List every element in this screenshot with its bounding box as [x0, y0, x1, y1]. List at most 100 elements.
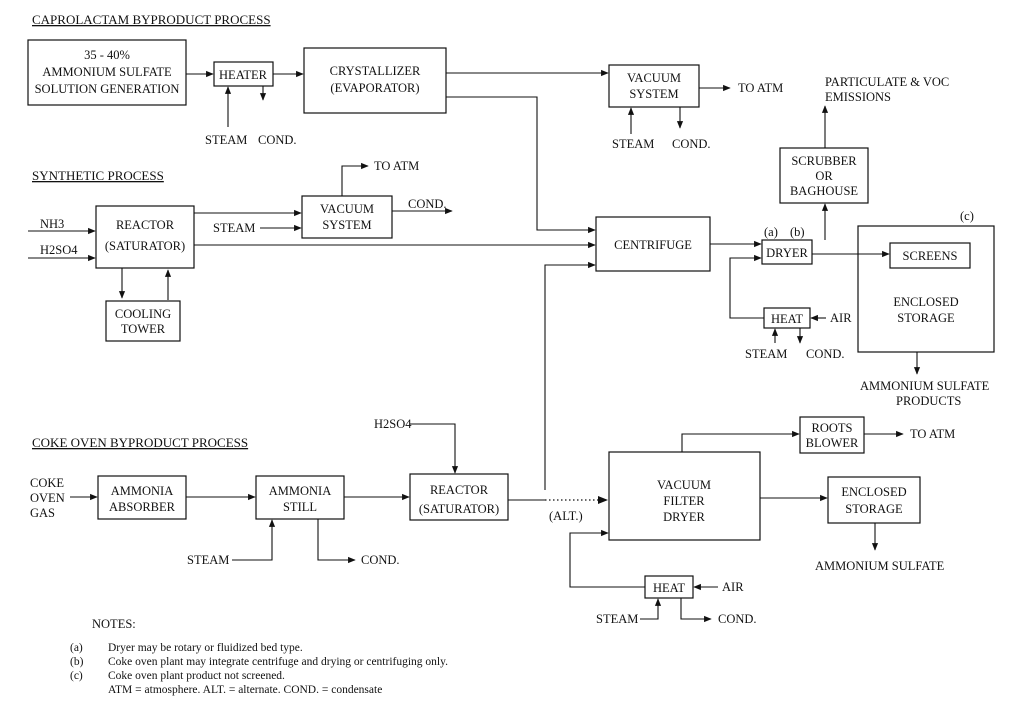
ammonium-sulfate-label: AMMONIUM SULFATE: [815, 559, 945, 573]
heat-dryer-box: HEAT: [763, 307, 811, 329]
screens-box: SCREENS: [889, 242, 971, 269]
note-c-text: Coke oven plant product not screened.: [108, 670, 285, 682]
cond-label-vfd: COND.: [718, 612, 757, 626]
svg-text:CENTRIFUGE: CENTRIFUGE: [614, 238, 692, 252]
svg-text:(EVAPORATOR): (EVAPORATOR): [330, 81, 419, 95]
coke-oven-gas-label-1: COKE: [30, 476, 64, 490]
nh3-label: NH3: [40, 217, 64, 231]
svg-text:(SATURATOR): (SATURATOR): [105, 239, 185, 253]
h2so4-label-synthetic: H2SO4: [40, 243, 78, 257]
vacuum-filter-dryer-box: VACUUM FILTER DRYER: [608, 451, 761, 541]
steam-label-heater: STEAM: [205, 133, 247, 147]
flow-lines: [28, 69, 921, 623]
air-label-vfd: AIR: [722, 580, 744, 594]
svg-text:CRYSTALLIZER: CRYSTALLIZER: [330, 64, 421, 78]
svg-text:VACUUM: VACUUM: [657, 478, 711, 492]
centrifuge-box: CENTRIFUGE: [595, 216, 711, 272]
svg-text:AMMONIA: AMMONIA: [269, 484, 332, 498]
svg-text:ABSORBER: ABSORBER: [109, 500, 176, 514]
note-b-key: (b): [70, 656, 84, 668]
steam-label-vacuum-mid: STEAM: [213, 221, 255, 235]
svg-text:SOLUTION GENERATION: SOLUTION GENERATION: [35, 82, 180, 96]
products-label-line2: PRODUCTS: [896, 394, 961, 408]
svg-text:OR: OR: [815, 169, 833, 183]
particulate-label: PARTICULATE & VOC: [825, 75, 949, 89]
section-title-coke-oven: COKE OVEN BYPRODUCT PROCESS: [32, 435, 248, 450]
to-atm-label-roots: TO ATM: [910, 427, 955, 441]
dryer-box: DRYER: [761, 239, 813, 265]
svg-text:ENCLOSED: ENCLOSED: [893, 295, 958, 309]
svg-text:(SATURATOR): (SATURATOR): [419, 502, 499, 516]
svg-text:VACUUM: VACUUM: [320, 202, 374, 216]
notes-heading: NOTES:: [92, 617, 136, 631]
cond-label-vacuum-mid: COND.: [408, 197, 447, 211]
crystallizer-box: CRYSTALLIZER (EVAPORATOR): [303, 47, 447, 114]
reactor-coke-box: REACTOR (SATURATOR): [409, 473, 509, 521]
note-a-text: Dryer may be rotary or fluidized bed typ…: [108, 642, 303, 654]
solution-generation-box: 35 - 40% AMMONIUM SULFATE SOLUTION GENER…: [27, 39, 187, 106]
cond-label-dryer: COND.: [806, 347, 845, 361]
roots-blower-box: ROOTS BLOWER: [799, 416, 865, 454]
reactor-synthetic-box: REACTOR (SATURATOR): [95, 205, 195, 269]
svg-text:BAGHOUSE: BAGHOUSE: [790, 184, 858, 198]
svg-text:HEATER: HEATER: [219, 68, 268, 82]
enclosed-storage-bottom-box: ENCLOSED STORAGE: [827, 476, 921, 524]
cooling-tower-box: COOLING TOWER: [105, 300, 181, 342]
svg-text:ENCLOSED: ENCLOSED: [841, 485, 906, 499]
cond-label-heater: COND.: [258, 133, 297, 147]
steam-label-vfd: STEAM: [596, 612, 638, 626]
note-a-marker: (a): [764, 225, 778, 239]
to-atm-label-vacuum-mid: TO ATM: [374, 159, 419, 173]
heater-box: HEATER: [213, 61, 274, 87]
vacuum-system-mid-box: VACUUM SYSTEM: [301, 195, 393, 239]
svg-text:SYSTEM: SYSTEM: [322, 218, 371, 232]
products-label-line1: AMMONIUM SULFATE: [860, 379, 990, 393]
vacuum-system-top-box: VACUUM SYSTEM: [608, 64, 700, 108]
cond-label-vacuum-top: COND.: [672, 137, 711, 151]
svg-text:BLOWER: BLOWER: [806, 436, 859, 450]
scrubber-box: SCRUBBER OR BAGHOUSE: [779, 147, 869, 204]
svg-text:REACTOR: REACTOR: [116, 218, 175, 232]
svg-text:ROOTS: ROOTS: [812, 421, 853, 435]
notes-section: NOTES: (a) Dryer may be rotary or fluidi…: [70, 617, 448, 696]
svg-text:REACTOR: REACTOR: [430, 483, 489, 497]
svg-text:COOLING: COOLING: [115, 307, 171, 321]
svg-text:STORAGE: STORAGE: [845, 502, 903, 516]
cond-label-still: COND.: [361, 553, 400, 567]
steam-label-vacuum-top: STEAM: [612, 137, 654, 151]
coke-oven-gas-label-2: OVEN: [30, 491, 65, 505]
note-c-marker: (c): [960, 209, 974, 223]
heat-vfd-box: HEAT: [644, 575, 694, 599]
svg-text:DRYER: DRYER: [663, 510, 705, 524]
steam-label-still: STEAM: [187, 553, 229, 567]
svg-text:HEAT: HEAT: [653, 581, 685, 595]
abbrev-legend: ATM = atmosphere. ALT. = alternate. COND…: [108, 684, 382, 696]
svg-text:35 - 40%: 35 - 40%: [84, 48, 130, 62]
svg-text:FILTER: FILTER: [663, 494, 705, 508]
svg-text:STORAGE: STORAGE: [897, 311, 955, 325]
ammonia-absorber-box: AMMONIA ABSORBER: [97, 475, 187, 520]
section-title-caprolactam: CAPROLACTAM BYPRODUCT PROCESS: [32, 12, 271, 27]
emissions-label: EMISSIONS: [825, 90, 891, 104]
svg-text:SCRUBBER: SCRUBBER: [791, 154, 857, 168]
note-a-key: (a): [70, 642, 83, 654]
note-b-marker: (b): [790, 225, 805, 239]
section-title-synthetic: SYNTHETIC PROCESS: [32, 168, 164, 183]
coke-oven-gas-label-3: GAS: [30, 506, 55, 520]
svg-text:STILL: STILL: [283, 500, 317, 514]
svg-text:SCREENS: SCREENS: [903, 249, 958, 263]
svg-text:TOWER: TOWER: [121, 322, 166, 336]
ammonia-still-box: AMMONIA STILL: [255, 475, 345, 520]
svg-text:DRYER: DRYER: [766, 246, 808, 260]
svg-text:HEAT: HEAT: [771, 312, 803, 326]
svg-text:VACUUM: VACUUM: [627, 71, 681, 85]
alt-label: (ALT.): [549, 509, 583, 523]
h2so4-label-coke: H2SO4: [374, 417, 412, 431]
note-b-text: Coke oven plant may integrate centrifuge…: [108, 656, 448, 668]
svg-text:AMMONIUM SULFATE: AMMONIUM SULFATE: [42, 65, 172, 79]
note-c-key: (c): [70, 670, 83, 682]
air-label-dryer: AIR: [830, 311, 852, 325]
to-atm-label-vacuum-top: TO ATM: [738, 81, 783, 95]
svg-text:SYSTEM: SYSTEM: [629, 87, 678, 101]
steam-label-dryer: STEAM: [745, 347, 787, 361]
